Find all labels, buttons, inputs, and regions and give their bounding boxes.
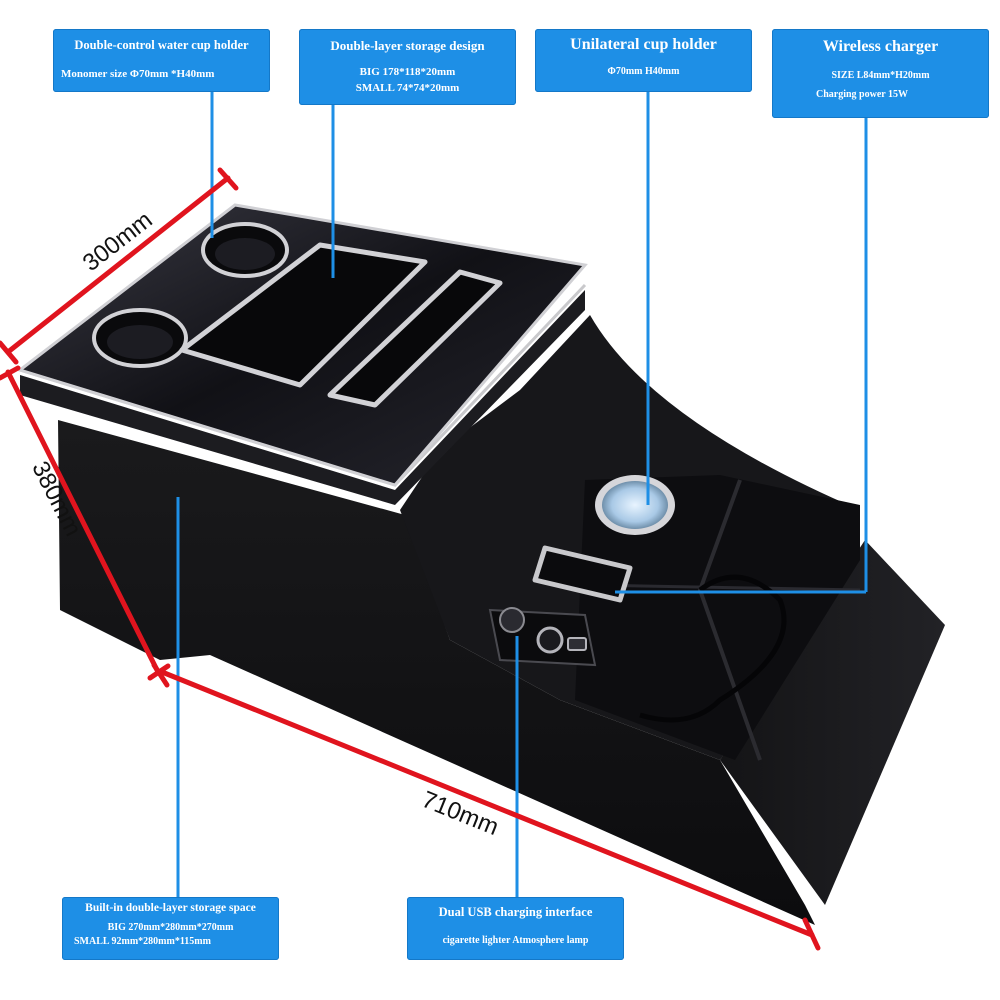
lid-cup-holder-2 (92, 308, 188, 368)
lid-big-compartment (179, 242, 428, 388)
lid-cup-holder-1 (201, 222, 289, 278)
lid-front-edge (20, 290, 585, 505)
console-side-panel (720, 540, 945, 905)
neck-cup-holder (595, 475, 675, 535)
console-front-face (58, 420, 815, 925)
callout-storage-space: Built-in double-layer storage space BIG … (62, 897, 279, 960)
callout-title: Wireless charger (822, 38, 939, 55)
callout-detail: cigarette lighter Atmosphere lamp (442, 935, 589, 946)
cigarette-lighter-socket (536, 626, 564, 654)
callout-wireless-charger: Wireless charger SIZE L84mm*H20mm Chargi… (772, 29, 989, 118)
callout-detail: SMALL 92mm*280mm*115mm (74, 936, 211, 947)
callout-detail: BIG 270mm*280mm*270mm (107, 922, 234, 933)
callout-detail: Φ70mm H40mm (607, 66, 680, 77)
callout-double-cup-holder: Double-control water cup holder Monomer … (53, 29, 270, 92)
charger-cable (639, 574, 787, 723)
callout-title: Built-in double-layer storage space (85, 902, 256, 914)
callout-unilateral-cup-holder: Unilateral cup holder Φ70mm H40mm (535, 29, 752, 92)
callout-title: Double-layer storage design (330, 38, 485, 53)
tray-floor-line (589, 583, 861, 592)
callout-detail: BIG 178*118*20mm (359, 66, 456, 78)
dimension-lines (0, 167, 821, 951)
callout-leader-lines (176, 92, 868, 898)
charger-slot (532, 545, 633, 603)
lid-small-compartment (327, 269, 503, 408)
power-button-icon (499, 607, 525, 633)
usb-port-icon (567, 637, 587, 651)
callout-storage-design: Double-layer storage design BIG 178*118*… (299, 29, 516, 105)
callout-detail: Charging power 15W (816, 89, 909, 100)
callout-detail: SMALL 74*74*20mm (355, 82, 460, 94)
callout-title: Double-control water cup holder (74, 38, 249, 52)
tray-area (575, 475, 860, 760)
callout-detail: SIZE L84mm*H20mm (831, 70, 930, 81)
callout-detail: Monomer size Φ70mm *H40mm (61, 68, 215, 80)
callout-title: Dual USB charging interface (438, 905, 593, 919)
callout-title: Unilateral cup holder (570, 36, 717, 53)
callout-usb-interface: Dual USB charging interface cigarette li… (407, 897, 624, 960)
